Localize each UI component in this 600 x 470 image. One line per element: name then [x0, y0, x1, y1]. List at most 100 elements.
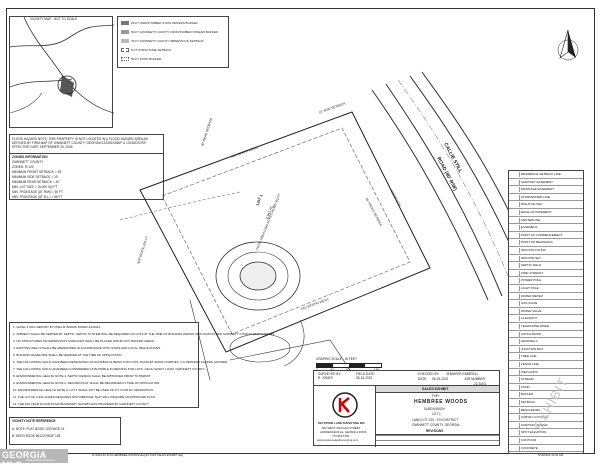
legend-label: GAS VALVE: [521, 301, 538, 306]
legend-symbol-icon: [511, 187, 520, 193]
field-date: 05-10-2022: [356, 376, 373, 380]
legend-row: IRON PIN SET: [509, 255, 583, 263]
legend-symbol-icon: [511, 392, 520, 398]
legend-row: WETLANDS: [509, 369, 583, 377]
legend-label: IRON PIN SET: [521, 255, 542, 260]
legend-symbol-icon: [511, 202, 520, 208]
title-block: SURVEYED BY: R. JONES FIELD DATE: 05-10-…: [313, 370, 500, 447]
legend-label: STREAM: [521, 377, 534, 382]
buffer-swatch: [121, 57, 129, 62]
legend-label: EASEMENT: [521, 225, 538, 230]
legend-symbol-icon: [511, 194, 520, 200]
legend-symbol-icon: [511, 384, 520, 390]
legend-symbol-icon: [511, 400, 520, 405]
legend-row: CLEANOUT: [509, 315, 583, 323]
drawing-frame: [6, 8, 595, 454]
reference-row: B: DEED BOOK 56123 PAGE 128: [12, 434, 61, 438]
legend-label: SETBACK: [521, 400, 536, 404]
legend-symbol-icon: [511, 445, 520, 451]
lot: LOT 1: [432, 412, 441, 416]
buffer-item: 50-FT GWINNETT COUNTY UNDISTURBED STREAM…: [131, 30, 218, 34]
legend-label: POINT OF COMMENCEMENT: [521, 232, 563, 237]
legend-label: CONTOUR: [521, 438, 537, 442]
legend-label: LIGHT POLE: [521, 286, 539, 290]
surveyor: R. JONES: [318, 376, 333, 380]
note: 3. NO STRUCTURES OR IMPERVIOUS SURFACES …: [13, 339, 155, 343]
flood-note-text: FLOOD HAZARD NOTE: THIS PROPERTY IS NOT …: [12, 137, 148, 149]
legend-row: LIGHT POLE: [509, 285, 583, 293]
exhibit-panel: SALES EXHIBIT FOR: HEMBREE WOODS SUBDIVI…: [376, 385, 499, 445]
legend-symbol-icon: [511, 270, 520, 276]
legend-label: JUNCTION BOX: [521, 346, 544, 351]
legend-symbol-icon: [511, 354, 520, 360]
legend-row: EDGE OF PAVEMENT: [509, 209, 583, 217]
scale-label: GRAPHIC SCALE - IN FEET: [316, 357, 357, 361]
legend-label: SANITARY SEWER: [521, 422, 548, 427]
legend-label: POINT OF BEGINNING: [521, 240, 553, 245]
legend-row: RESIDENCE SETBACK LINE: [509, 171, 583, 179]
legend-label: POND: [521, 384, 530, 389]
legend-label: SEPTIC FIELD: [521, 263, 542, 268]
notes-box: 1. LEVEL 3 SOIL REPORT BY PHILLIP ADAMS …: [9, 322, 275, 408]
legend-label: BENCHMARK: [521, 407, 541, 412]
legend-symbol-icon: [511, 286, 520, 291]
legend-symbol-icon: [511, 407, 520, 413]
vicinity-map: VICINITY MAP - NOT TO SCALE: [9, 16, 114, 128]
check: JENNIFER KIMBRELL: [446, 372, 479, 376]
legend-symbol-icon: [511, 301, 520, 307]
legend-row: HEADWALL: [509, 338, 583, 346]
legend-symbol-icon: [511, 422, 520, 428]
legend-label: STORMWATER LINE: [521, 194, 550, 199]
subdivision-sub: SUBDIVISION: [424, 407, 445, 411]
legend-symbol-icon: [511, 415, 520, 421]
zoning-line: MINIMUM SIDE SETBACK = 10': [12, 175, 59, 179]
legend-row: IRON PIN FOUND: [509, 247, 583, 255]
legend-symbol-icon: [511, 362, 520, 367]
legend-row: TREE LINE: [509, 353, 583, 361]
legend-row: RIGHT-OF-WAY: [509, 201, 583, 209]
legend-row: TELEPHONE RISER: [509, 323, 583, 331]
legend-symbol-icon: [511, 217, 520, 223]
legend-symbol-icon: [511, 438, 520, 443]
note: 1. LEVEL 3 SOIL REPORT BY PHILLIP ADAMS …: [13, 325, 102, 329]
reference-box: VICINITY NOTE REFERENCE A: NOTE: PLAT BO…: [9, 417, 121, 445]
legend-symbol-icon: [511, 240, 520, 246]
legend-row: SETBACK: [509, 399, 583, 407]
legend-symbol-icon: [511, 248, 520, 253]
footer-date: 5/19/2022 10:34 AM: [538, 453, 564, 457]
firm-name: KEYSTONE LAND SURVEYING INC.: [318, 421, 366, 425]
zoning-heading: ZONING INFORMATION: [12, 155, 48, 159]
legend-symbol-icon: [511, 278, 520, 284]
firm-logo-icon: [332, 392, 358, 418]
legend-label: CATCH BASIN: [521, 331, 541, 336]
legend-symbol-icon: [511, 210, 520, 215]
vicinity-title: VICINITY MAP - NOT TO SCALE: [30, 17, 78, 21]
north-arrow-icon: [557, 29, 579, 61]
zoning-line: MINIMUM FRONT SETBACK = 35': [12, 170, 62, 174]
legend-row: POINT OF COMMENCEMENT: [509, 232, 583, 240]
legend-label: DRAINAGE EASEMENT: [521, 187, 555, 192]
legend-row: POWER POLE: [509, 277, 583, 285]
footer-path: R:/2022/22-3103 HEMBREE WOODS/dwg/22-310…: [92, 453, 184, 457]
legend-row: SPOT ELEVATION: [509, 429, 583, 437]
legend-row: FENCE LINE: [509, 361, 583, 369]
legend-row: STREAM: [509, 376, 583, 384]
mls-sub: Real Estate Resource: [26, 458, 56, 462]
legend-row: BENCHMARK: [509, 407, 583, 415]
legend-row: GAS VALVE: [509, 300, 583, 308]
legend-label: CLEANOUT: [521, 316, 538, 321]
legend-label: FENCE LINE: [521, 362, 539, 366]
sales-exhibit: SALES EXHIBIT: [422, 387, 449, 391]
check-label: CHECKED BY:: [418, 372, 440, 376]
sales-exhibit-bar: [376, 386, 499, 393]
legend-symbol-icon: [511, 369, 520, 375]
buffer-swatch: [121, 39, 129, 44]
zoning-line: ZONED: R-100: [12, 165, 34, 169]
buffer-item: 50-FT POND BUFFER: [131, 57, 162, 61]
legend-symbol-icon: [511, 430, 520, 436]
legend-label: TELEPHONE RISER: [521, 324, 550, 328]
buffer-item: 75-FT GWINNETT COUNTY IMPERVIOUS SETBACK: [131, 39, 204, 43]
legend-label: WETLANDS: [521, 369, 538, 374]
legend-row: CENTERLINE: [509, 217, 583, 225]
revisions: REVISIONS: [426, 429, 444, 433]
